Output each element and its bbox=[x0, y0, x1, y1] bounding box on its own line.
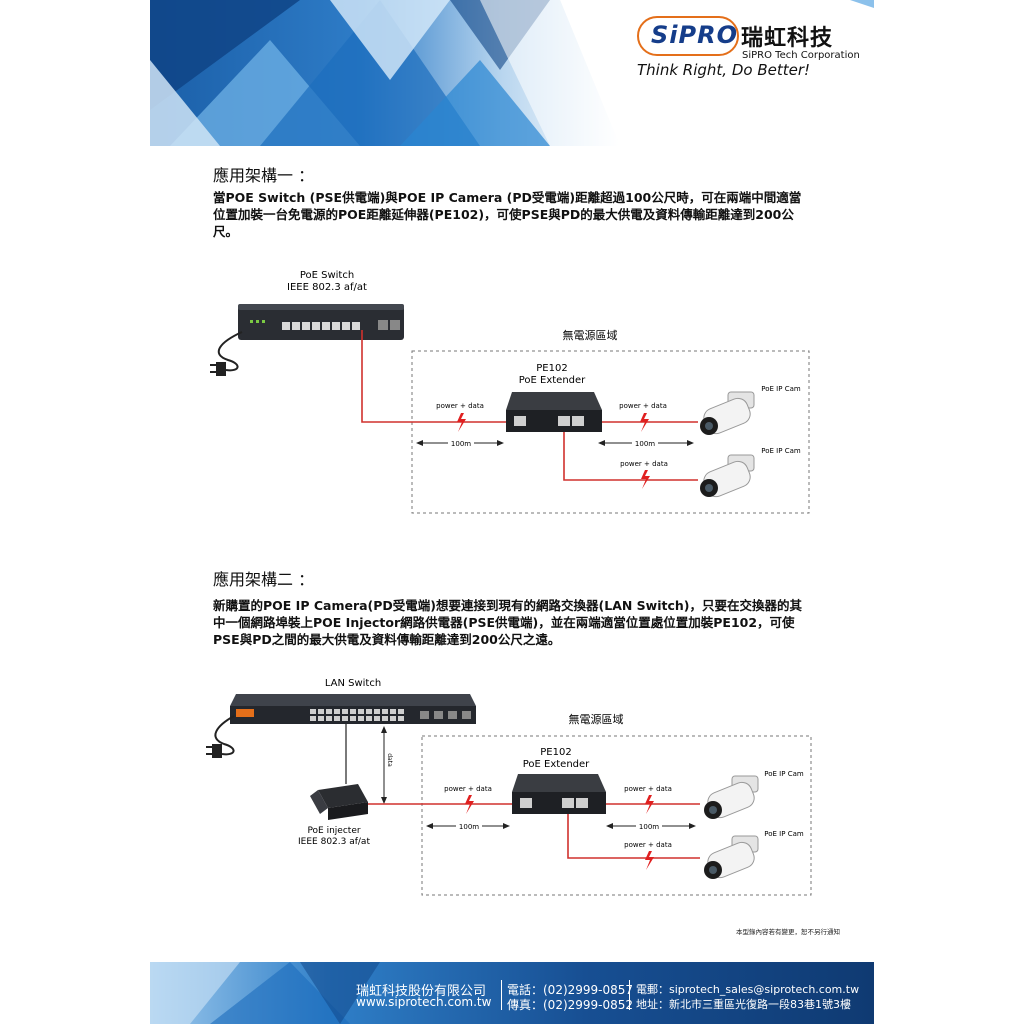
header-banner: SiPRO 瑞虹科技 SiPRO Tech Corporation Think … bbox=[150, 0, 874, 146]
zone-label: 無電源區域 bbox=[569, 712, 624, 726]
footer-fax: 傳真：(02)2999-0852 bbox=[507, 998, 634, 1012]
slogan: Think Right, Do Better! bbox=[637, 61, 811, 79]
lightning-icon bbox=[457, 413, 466, 432]
lan-switch-label: LAN Switch bbox=[325, 678, 381, 689]
power-cord bbox=[217, 331, 243, 372]
footer-divider bbox=[629, 980, 630, 1010]
extender-label-2: PoE Extender bbox=[523, 759, 590, 770]
ip-camera-2-icon bbox=[704, 835, 759, 879]
injector-label-1: PoE injecter bbox=[307, 826, 360, 836]
company-name-cn: 瑞虹科技 bbox=[741, 26, 834, 51]
lightning-icon bbox=[641, 470, 650, 489]
poe-injector-device bbox=[310, 784, 368, 820]
lightning-icon bbox=[465, 795, 474, 814]
product-sheet: SiPRO 瑞虹科技 SiPRO Tech Corporation Think … bbox=[150, 0, 874, 1024]
no-power-zone bbox=[411, 350, 810, 514]
ip-camera-1-icon bbox=[704, 775, 759, 819]
power-data-label-left: power + data bbox=[436, 402, 484, 410]
footer-email-link[interactable]: 電郵：siprotech_sales@siprotech.com.tw bbox=[636, 983, 860, 996]
power-cord bbox=[214, 715, 235, 756]
ip-camera-1-icon bbox=[700, 391, 755, 435]
distance-label-left: 100m bbox=[451, 440, 471, 448]
injector-label-2: IEEE 802.3 af/at bbox=[298, 837, 370, 847]
company-name-en: SiPRO Tech Corporation bbox=[742, 50, 860, 61]
poe-switch-device bbox=[238, 304, 404, 340]
disclaimer-note: 本型錄內容若有變更，恕不另行通知 bbox=[736, 928, 840, 936]
power-data-label-lower: power + data bbox=[624, 841, 672, 849]
lightning-icon bbox=[640, 413, 649, 432]
diagram-2: LAN Switch data bbox=[206, 678, 812, 896]
logo-badge bbox=[637, 16, 739, 56]
power-data-label-right: power + data bbox=[624, 785, 672, 793]
header-triangles bbox=[150, 0, 874, 146]
extender-label-1: PE102 bbox=[540, 747, 571, 758]
section-2-title: 應用架構二 ： bbox=[213, 570, 315, 589]
power-plug-icon bbox=[216, 362, 226, 376]
distance-label-left: 100m bbox=[459, 823, 479, 831]
cable-extender-to-cam-2 bbox=[567, 812, 700, 859]
extender-label-1: PE102 bbox=[536, 363, 567, 374]
zone-label: 無電源區域 bbox=[563, 328, 618, 342]
footer-divider bbox=[501, 980, 502, 1010]
diagram-1: PoE Switch IEEE 802.3 af/at 無電源區域 bbox=[210, 270, 810, 514]
switch-label-1: PoE Switch bbox=[300, 270, 354, 281]
footer-background bbox=[150, 962, 874, 1024]
section-1-paragraph: 當POE Switch (PSE供電端)與POE IP Camera (PD受電… bbox=[213, 190, 802, 239]
power-plug-icon bbox=[212, 744, 222, 758]
cable-extender-to-cam-2 bbox=[563, 430, 698, 481]
logo-text: SiPRO bbox=[651, 21, 738, 49]
lan-switch-device bbox=[230, 694, 476, 724]
ip-camera-2-icon bbox=[700, 454, 755, 498]
footer-website-link[interactable]: www.siprotech.com.tw bbox=[356, 995, 492, 1009]
camera-2-label: PoE IP Cam bbox=[761, 447, 801, 455]
lightning-icon bbox=[645, 795, 654, 814]
extender-label-2: PoE Extender bbox=[519, 375, 586, 386]
power-data-label-lower: power + data bbox=[620, 460, 668, 468]
footer-banner: 瑞虹科技股份有限公司 www.siprotech.com.tw 電話：(02)2… bbox=[150, 962, 874, 1024]
power-data-label-left: power + data bbox=[444, 785, 492, 793]
camera-1-label: PoE IP Cam bbox=[761, 385, 801, 393]
data-distance-arrow bbox=[381, 726, 387, 804]
switch-label-2: IEEE 802.3 af/at bbox=[287, 282, 367, 293]
camera-1-label: PoE IP Cam bbox=[764, 770, 804, 778]
lightning-icon bbox=[645, 851, 654, 870]
pe102-extender-device bbox=[506, 392, 602, 432]
footer-company-name: 瑞虹科技股份有限公司 bbox=[356, 984, 487, 999]
data-label: data bbox=[386, 753, 393, 767]
distance-label-right: 100m bbox=[639, 823, 659, 831]
section-2-paragraph: 新購置的POE IP Camera(PD受電端)想要連接到現有的網路交換器(LA… bbox=[213, 598, 803, 647]
camera-2-label: PoE IP Cam bbox=[764, 830, 804, 838]
pe102-extender-device bbox=[512, 774, 606, 814]
footer-address: 地址：新北市三重區光復路一段83巷1號3樓 bbox=[636, 998, 851, 1011]
no-power-zone bbox=[421, 735, 812, 896]
section-1-title: 應用架構一 ： bbox=[213, 166, 315, 185]
power-data-label-right: power + data bbox=[619, 402, 667, 410]
footer-phone: 電話：(02)2999-0857 bbox=[507, 983, 634, 997]
distance-label-right: 100m bbox=[635, 440, 655, 448]
